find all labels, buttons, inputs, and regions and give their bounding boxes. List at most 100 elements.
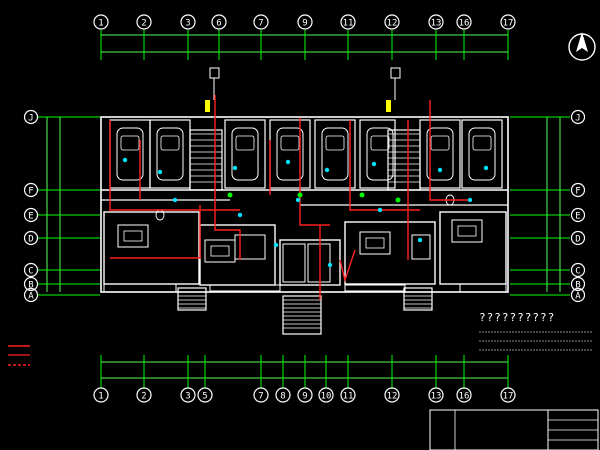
wire-run (339, 249, 356, 283)
walls (100, 67, 593, 351)
garage-bay (269, 119, 311, 189)
sofa-icon (451, 219, 483, 243)
junction-marker (227, 192, 233, 198)
stair-right (387, 129, 421, 191)
axis-label-bottom: 9 (302, 392, 307, 402)
garage-bay (224, 119, 266, 189)
axis-bubble-top (253, 14, 269, 30)
device-marker (324, 167, 330, 173)
axis-label-top: 12 (387, 19, 398, 29)
device-marker (377, 207, 383, 213)
axis-label-top: 16 (459, 19, 470, 29)
axis-label-top: 1 (98, 19, 103, 29)
axis-label-bottom: 3 (185, 392, 190, 402)
device-marker (467, 197, 473, 203)
axis-bubble-top (384, 14, 400, 30)
device-marker (237, 212, 243, 218)
sofa-icon (117, 224, 149, 248)
device-marker (327, 262, 333, 268)
car-outline (366, 127, 394, 181)
axis-label-bottom: 10 (321, 392, 332, 402)
axis-label-top: 17 (503, 19, 514, 29)
axis-bubble-bottom (253, 387, 269, 403)
garage-bay (149, 119, 191, 189)
junction-marker (359, 192, 365, 198)
car-windshield (430, 135, 450, 151)
entry-stair-l (177, 287, 207, 311)
car-outline (156, 127, 184, 181)
dimension-lines (46, 34, 561, 379)
axis-bubble-right (570, 109, 586, 125)
car-outline (116, 127, 144, 181)
axis-bubble-top (428, 14, 444, 30)
axis-bubble-left (23, 230, 39, 246)
axis-label-left: B (28, 281, 33, 291)
junction-marker (395, 197, 401, 203)
axis-label-left: C (28, 267, 33, 277)
axis-label-top: 13 (431, 19, 442, 29)
axis-bubble-left (23, 182, 39, 198)
axis-bubble-top (340, 14, 356, 30)
car-outline (321, 127, 349, 181)
garage-bay (109, 119, 151, 189)
axis-label-bottom: 5 (202, 392, 207, 402)
axis-bubble-bottom (384, 387, 400, 403)
car-outline (231, 127, 259, 181)
axis-label-top: 11 (343, 19, 354, 29)
axis-bubble-bottom (136, 387, 152, 403)
device-marker (285, 159, 291, 165)
axis-bubble-bottom (275, 387, 291, 403)
axis-label-right: J (575, 114, 580, 124)
sofa-icon (359, 231, 391, 255)
table-icon (457, 225, 477, 237)
axis-bubble-right (570, 262, 586, 278)
axis-label-bottom: 1 (98, 392, 103, 402)
device-marker (172, 197, 178, 203)
unit-right (439, 211, 507, 285)
car-outline (426, 127, 454, 181)
axis-label-bottom: 11 (343, 392, 354, 402)
riser-box (390, 67, 401, 79)
axis-bubble-top (136, 14, 152, 30)
axis-label-left: J (28, 114, 33, 124)
axis-bubble-right (570, 287, 586, 303)
axis-label-bottom: 7 (258, 392, 263, 402)
axis-bubble-bottom (93, 387, 109, 403)
device-marker (437, 167, 443, 173)
stair-left (189, 129, 223, 191)
axis-label-left: A (28, 292, 34, 302)
axis-label-right: B (575, 281, 580, 291)
lift-b (307, 243, 331, 283)
table-icon (210, 245, 230, 257)
axis-bubble-bottom (318, 387, 334, 403)
axis-label-top: 2 (141, 19, 146, 29)
axis-label-right: A (575, 292, 581, 302)
garage-bay (461, 119, 503, 189)
axis-bubble-bottom (456, 387, 472, 403)
device-marker (295, 197, 301, 203)
axis-label-left: F (28, 187, 33, 197)
wire-run (429, 100, 470, 201)
car-outline (468, 127, 496, 181)
car-windshield (160, 135, 180, 151)
axis-label-right: E (575, 212, 580, 222)
axis-label-bottom: 12 (387, 392, 398, 402)
axis-bubble-top (180, 14, 196, 30)
device-marker (232, 165, 238, 171)
device-marker (417, 237, 423, 243)
axis-label-top: 7 (258, 19, 263, 29)
axis-bubble-top (500, 14, 516, 30)
axis-bubble-top (297, 14, 313, 30)
axis-label-bottom: 16 (459, 392, 470, 402)
axis-label-bottom: 17 (503, 392, 514, 402)
title-block (429, 409, 599, 450)
axis-label-right: F (575, 187, 580, 197)
table-icon (365, 237, 385, 249)
unit-left (103, 211, 200, 285)
device-marker (122, 157, 128, 163)
axis-bubble-right (570, 230, 586, 246)
axis-bubble-left (23, 276, 39, 292)
axis-bubble-bottom (428, 387, 444, 403)
axis-label-bottom: 8 (280, 392, 285, 402)
